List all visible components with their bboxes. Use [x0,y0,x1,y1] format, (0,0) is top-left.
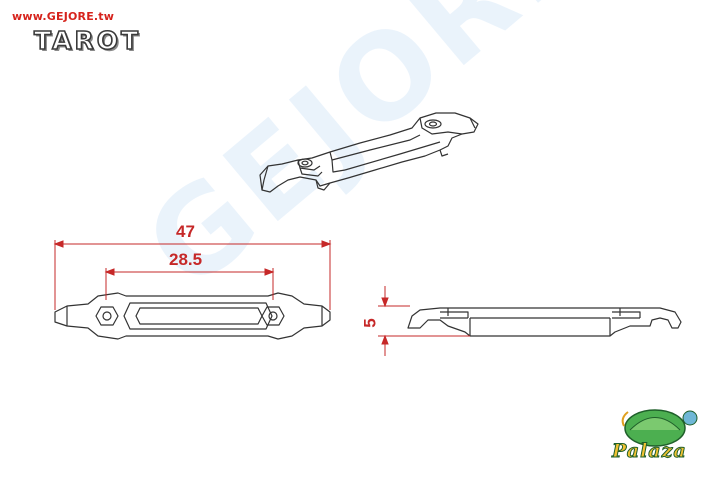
dim-overall-length [53,240,332,310]
corner-logo-mascot [621,409,698,447]
corner-logo-text: Palaza [612,440,687,463]
side-view [407,307,682,337]
hole-spacing-label: 28.5 [169,250,203,269]
dim-height [378,286,470,356]
isometric-view [259,112,479,193]
top-view [54,292,331,340]
height-label: 5 [360,318,380,328]
site-url: www.GEJORE.tw [12,10,115,23]
dim-hole-spacing [104,268,275,300]
overall-length-label: 47 [176,222,195,241]
brand-logo: TAROT [33,25,142,56]
